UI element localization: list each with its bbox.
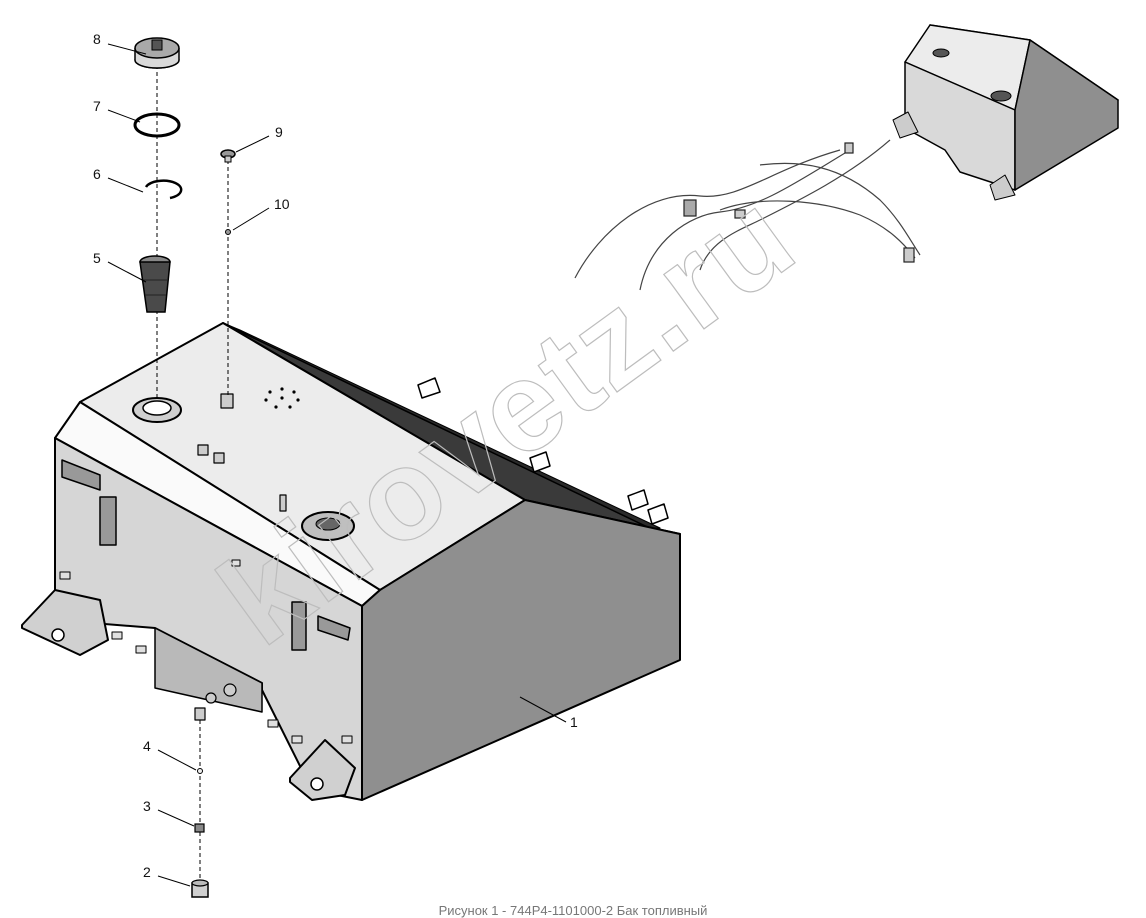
figure-caption: Рисунок 1 - 744Р4-1101000-2 Бак топливны… [438, 903, 708, 918]
callout-7: 7 [93, 98, 101, 114]
washer-part-10 [225, 229, 231, 235]
callout-3: 3 [143, 798, 151, 814]
wiring-harness-overview [574, 139, 921, 291]
callout-8: 8 [93, 31, 101, 47]
callout-5: 5 [93, 250, 101, 266]
callout-9: 9 [275, 124, 283, 140]
snap-ring-part [144, 179, 183, 200]
callout-10: 10 [274, 196, 290, 212]
filter-strainer-part [139, 255, 171, 313]
callout-4: 4 [143, 738, 151, 754]
callout-1: 1 [570, 714, 578, 730]
fuel-tank [21, 322, 681, 801]
fuel-tank-overview [892, 24, 1119, 201]
o-ring-part [133, 112, 181, 138]
callouts: 8 7 6 5 9 10 1 4 3 2 [93, 31, 578, 880]
breather-part [220, 149, 236, 163]
exploded-parts [133, 37, 236, 898]
filler-cap-part [134, 37, 180, 69]
gasket-part-4 [197, 768, 203, 774]
magnet-plug-part [194, 823, 205, 833]
leader-lines [107, 43, 567, 887]
drain-plug-part [191, 879, 209, 898]
callout-2: 2 [143, 864, 151, 880]
callout-6: 6 [93, 166, 101, 182]
